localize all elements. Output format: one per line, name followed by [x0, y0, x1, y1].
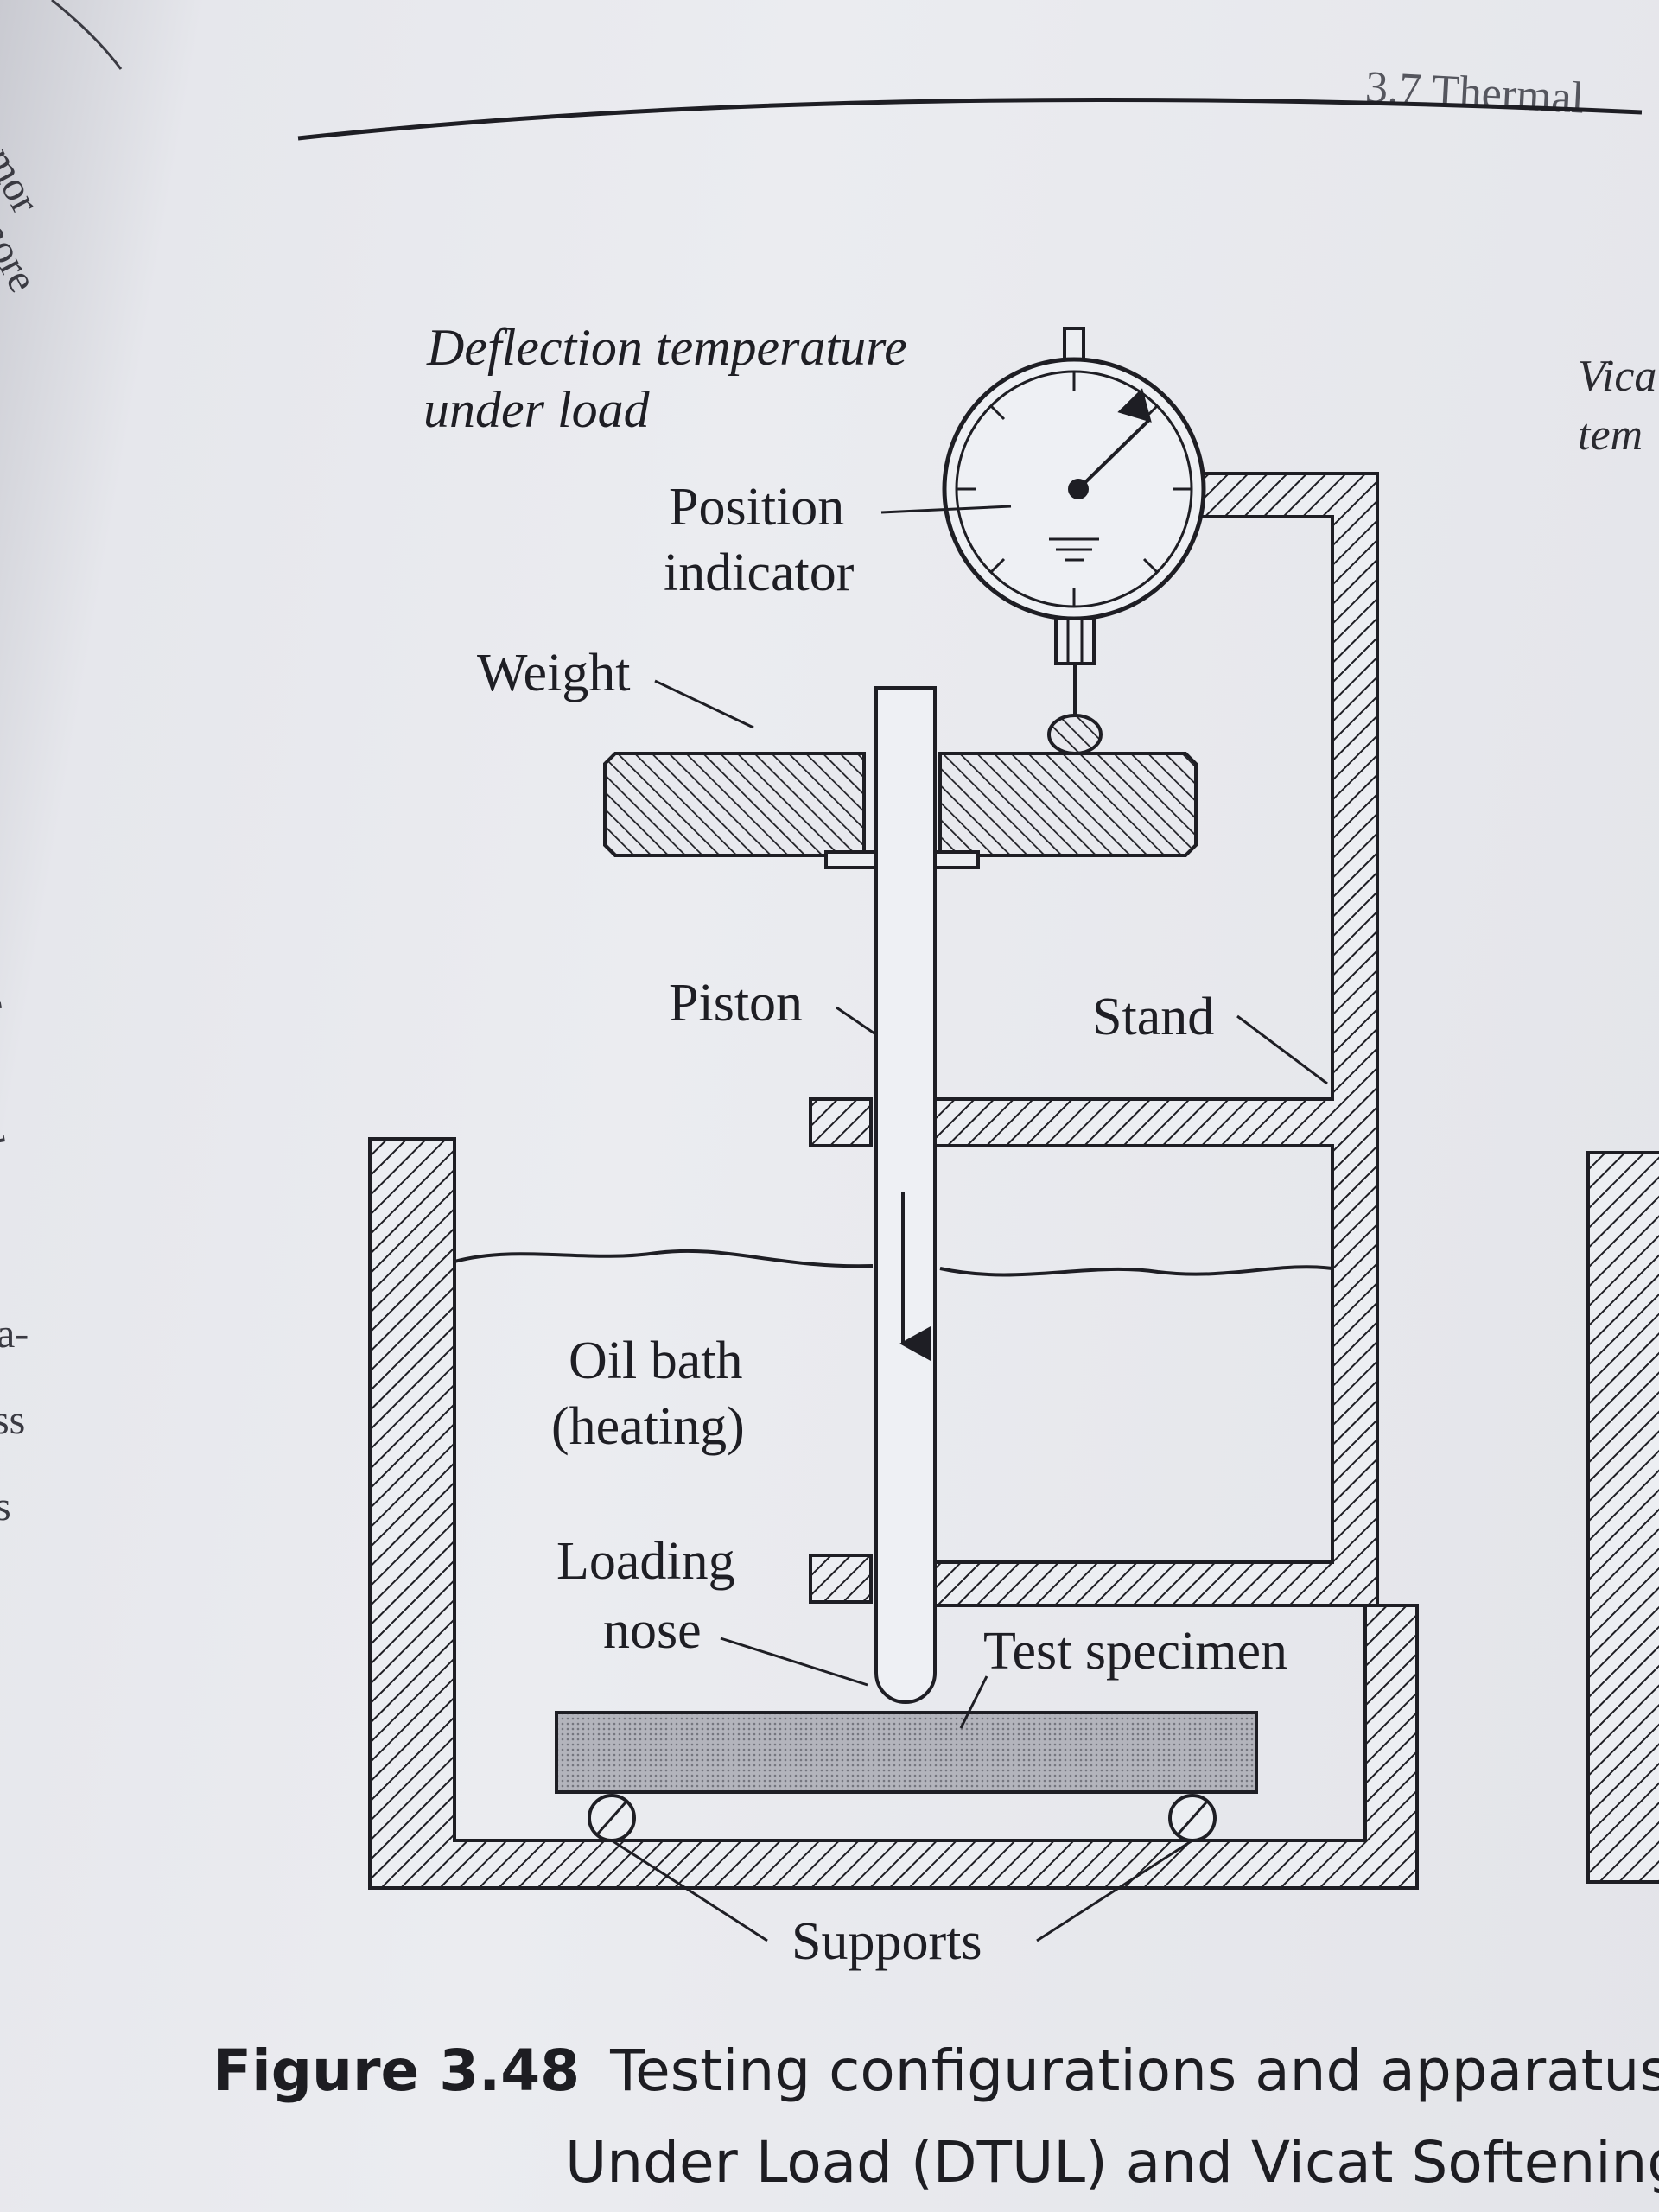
leader-supports-right [1036, 1839, 1193, 1942]
margin-fragment: ss [0, 1397, 26, 1443]
header-rule [297, 97, 1643, 141]
stand-bracket-lower [809, 1554, 873, 1604]
leader-loading-nose [720, 1637, 868, 1687]
leader-test-specimen [959, 1675, 988, 1729]
piston-rod [874, 686, 937, 1704]
label-position-indicator: indicator [664, 543, 855, 602]
figure-number: Figure 3.48 [213, 2037, 581, 2104]
label-position-indicator: Position [669, 478, 845, 537]
leader-weight [654, 679, 754, 729]
gauge-needle [1077, 388, 1152, 491]
page-curl [51, 0, 123, 70]
caption-line: Under Load (DTUL) and Vicat Softening [565, 2129, 1659, 2196]
label-supports: Supports [791, 1912, 982, 1971]
oil-surface [939, 1265, 1333, 1277]
leader-supports-left [611, 1839, 768, 1942]
leader-piston [836, 1006, 875, 1035]
leader-position-indicator [880, 505, 1012, 514]
weight-right [938, 752, 1198, 857]
weight-left [603, 752, 866, 857]
gauge-hub [1068, 479, 1089, 499]
figure-caption: Figure 3.48 Testing configurations and a… [213, 2043, 1659, 2100]
right-column-fragment: Vica [1578, 352, 1657, 401]
stand-bracket-upper [809, 1097, 873, 1147]
label-oil-bath: (heating) [551, 1397, 745, 1456]
label-weight: Weight [477, 644, 631, 702]
label-test-specimen: Test specimen [983, 1622, 1288, 1681]
label-stand: Stand [1092, 988, 1215, 1046]
stand-frame [930, 472, 1379, 1607]
label-oil-bath: Oil bath [569, 1332, 743, 1390]
gauge-contact-tip [1047, 714, 1103, 755]
diagram-title: Deflection temperature [427, 319, 907, 376]
label-piston: Piston [669, 974, 804, 1033]
diagram-title: under load [423, 381, 650, 438]
label-loading-nose: Loading [556, 1532, 735, 1591]
caption-line: Testing configurations and apparatus a [610, 2037, 1659, 2104]
margin-fragment: s [0, 1484, 11, 1529]
label-loading-nose: nose [603, 1601, 702, 1660]
adjacent-figure-fragment [1586, 1151, 1659, 1884]
test-specimen [555, 1711, 1258, 1794]
leader-stand [1236, 1014, 1328, 1085]
oil-surface [454, 1249, 874, 1268]
gauge-bottom-stem [1054, 617, 1096, 665]
right-column-fragment: tem [1578, 410, 1643, 460]
margin-fragment: a- [0, 1311, 29, 1357]
